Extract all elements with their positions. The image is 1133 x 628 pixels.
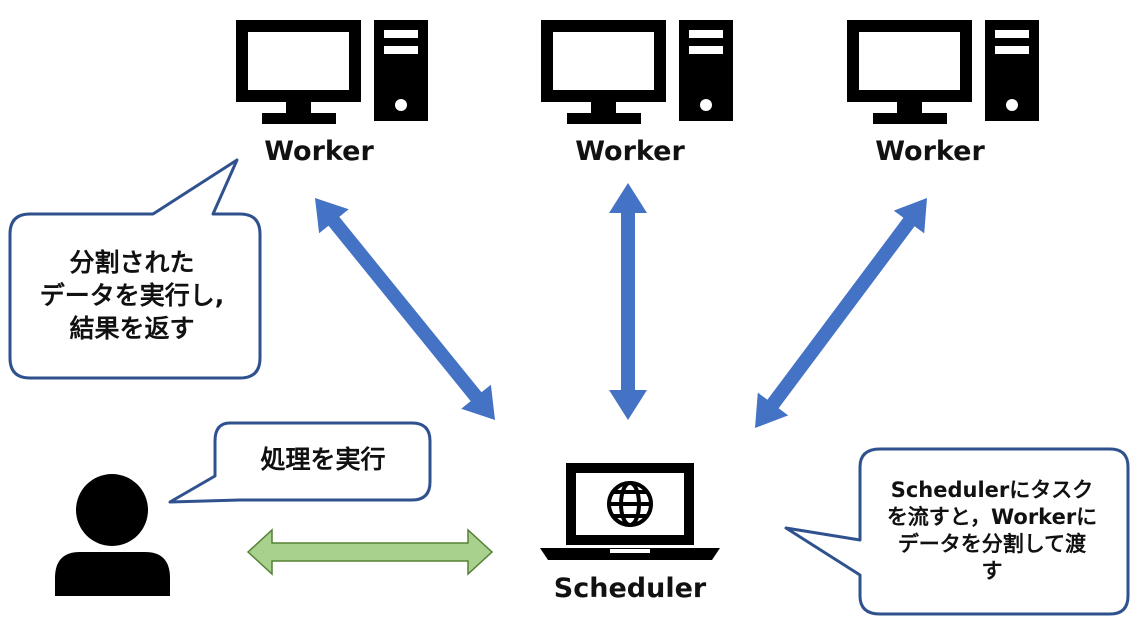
double-arrow-user-scheduler: [246, 528, 494, 576]
double-arrow-worker2-scheduler: [609, 183, 647, 420]
worker-computer-icon-1: [236, 20, 428, 124]
worker-computer-icon-3: [847, 20, 1039, 124]
worker-computer-icon-2: [541, 20, 733, 124]
double-arrow-worker3-scheduler: [755, 198, 927, 428]
laptop-globe-icon: [540, 463, 720, 560]
scheduler-note-line-3: データを分割して渡: [897, 531, 1087, 556]
scheduler-note-text: Schedulerにタスク を流すと，Workerに データを分割して渡 す: [864, 477, 1120, 585]
worker-note-text: 分割された データを実行し, 結果を返す: [12, 246, 252, 345]
worker-label-3: Worker: [875, 136, 985, 167]
worker-note-line-2: データを実行し,: [39, 281, 225, 310]
worker-label-1: Worker: [264, 136, 374, 167]
speech-bubble-user-note: [168, 421, 432, 504]
user-note-line-1: 処理を実行: [260, 445, 386, 474]
speech-bubble-worker-note: [8, 158, 262, 380]
person-icon: [55, 474, 170, 596]
worker-note-line-1: 分割された: [69, 248, 195, 277]
scheduler-note-line-2: を流すと，Workerに: [886, 504, 1098, 529]
double-arrow-worker1-scheduler: [315, 198, 495, 420]
scheduler-label: Scheduler: [553, 573, 707, 604]
worker-note-line-3: 結果を返す: [69, 314, 195, 343]
scheduler-note-line-4: す: [981, 558, 1003, 583]
user-note-text: 処理を実行: [218, 443, 428, 476]
scheduler-note-line-1: Schedulerにタスク: [890, 478, 1094, 502]
worker-label-2: Worker: [575, 136, 685, 167]
speech-bubble-scheduler-note: [784, 447, 1130, 616]
